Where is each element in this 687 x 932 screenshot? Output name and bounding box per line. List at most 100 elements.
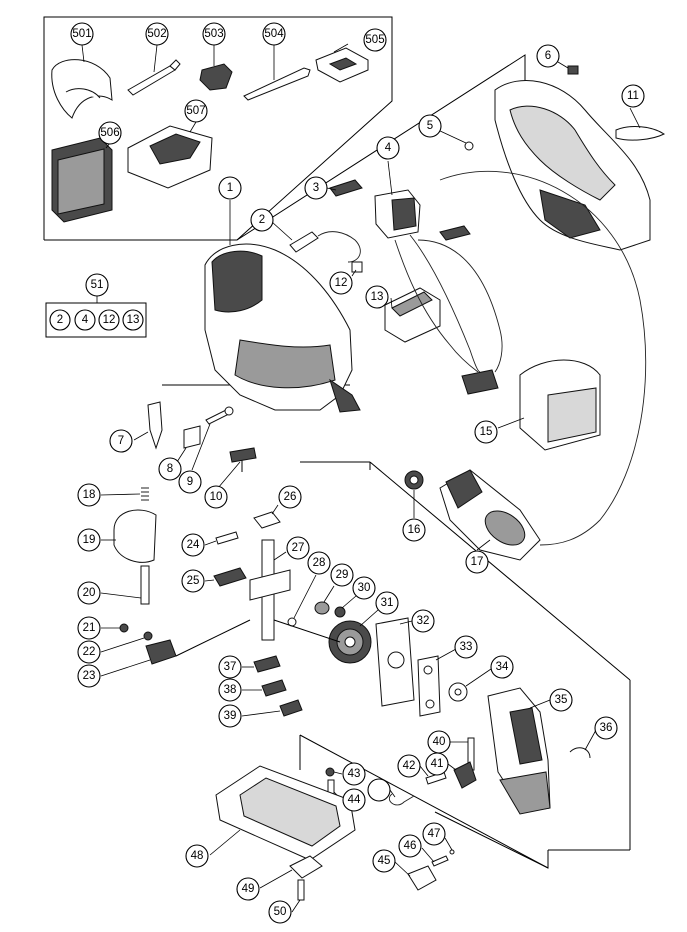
part-29-bush	[314, 601, 330, 615]
part-20-pin	[140, 565, 150, 605]
callout-label: 38	[224, 684, 237, 696]
callout-10: 10	[204, 485, 228, 509]
callout-42: 42	[397, 754, 421, 778]
part-46-pin	[431, 855, 449, 867]
callout-label: 31	[381, 597, 394, 609]
kit-51-box	[45, 302, 147, 338]
part-15-battery-face	[547, 387, 597, 443]
part-7-plate	[147, 401, 163, 450]
part-37	[253, 655, 281, 673]
callout-label: 25	[187, 575, 200, 587]
callout-label: 47	[428, 828, 441, 840]
part-10-label	[229, 447, 257, 463]
callout-48: 48	[185, 844, 209, 868]
callout-label: 6	[545, 50, 551, 62]
callout-label: 11	[627, 90, 639, 102]
part-503-plug	[199, 63, 233, 91]
part-52-spring	[388, 793, 415, 806]
callout-49: 49	[236, 877, 260, 901]
callout-33: 33	[454, 635, 478, 659]
callout-47: 47	[422, 822, 446, 846]
callout-label: 27	[292, 542, 305, 554]
callout-25: 25	[181, 569, 205, 593]
callout-41: 41	[425, 752, 449, 776]
kit-51-item-4: 13	[122, 309, 144, 331]
callout-label: 9	[187, 476, 193, 488]
part-18-spring	[141, 487, 149, 501]
callout-label: 19	[83, 534, 96, 546]
part-23-clamp	[145, 639, 177, 665]
callout-label: 23	[83, 670, 96, 682]
callout-50: 50	[268, 900, 292, 924]
callout-28: 28	[307, 551, 331, 575]
part-1-foot	[329, 378, 361, 413]
callout-label: 16	[408, 524, 421, 536]
callout-label: 506	[100, 127, 119, 139]
callout-11: 11	[621, 84, 645, 108]
part-43-screw	[325, 767, 335, 777]
callout-label: 2	[259, 214, 265, 226]
part-12-screw	[351, 261, 363, 273]
callout-5: 5	[418, 114, 442, 138]
part-13-heatsink	[384, 287, 441, 343]
kit-51-item-2: 4	[74, 309, 96, 331]
callout-30: 30	[352, 576, 376, 600]
callout-label: 29	[336, 569, 349, 581]
part-25-roller	[213, 567, 247, 587]
part-50-screw	[297, 879, 305, 901]
part-1-grip	[211, 250, 263, 313]
callout-502: 502	[145, 22, 169, 46]
callout-label: 8	[167, 463, 173, 475]
part-3-trigger	[329, 179, 363, 197]
callout-label: 48	[191, 850, 204, 862]
callout-label: 5	[427, 120, 433, 132]
callout-label: 1	[227, 182, 233, 194]
callout-22: 22	[77, 640, 101, 664]
part-8-bracket	[183, 425, 201, 449]
callout-label: 44	[348, 794, 361, 806]
callout-13: 13	[365, 285, 389, 309]
callout-504: 504	[262, 22, 286, 46]
part-4-switch-face	[391, 197, 417, 231]
part-38	[261, 679, 287, 697]
callout-label: 39	[224, 710, 237, 722]
part-11-housing-lower	[539, 189, 601, 239]
callout-7: 7	[109, 429, 133, 453]
callout-label: 7	[118, 435, 124, 447]
callout-label: 40	[433, 736, 446, 748]
callout-34: 34	[490, 655, 514, 679]
callout-label: 45	[378, 855, 391, 867]
callout-19: 19	[77, 528, 101, 552]
callout-label: 41	[431, 758, 444, 770]
kit-item-label: 2	[57, 314, 63, 326]
kit-item-label: 12	[103, 314, 116, 326]
callout-label: 504	[264, 28, 284, 40]
callout-label: 36	[600, 722, 613, 734]
part-17-gear	[445, 469, 483, 509]
kit-item-label: 4	[82, 314, 89, 326]
callout-label: 50	[274, 906, 287, 918]
callout-40: 40	[427, 730, 451, 754]
callout-37: 37	[218, 655, 242, 679]
callout-36: 36	[594, 716, 618, 740]
callout-503: 503	[202, 22, 226, 46]
callout-label: 33	[460, 641, 473, 653]
kit-51-item-3: 12	[98, 309, 120, 331]
callout-label: 503	[204, 28, 223, 40]
part-24-pin	[215, 531, 239, 545]
callout-15: 15	[474, 420, 498, 444]
part-49-clamp	[289, 855, 323, 879]
callout-506: 506	[98, 121, 122, 145]
callout-label: 24	[187, 539, 200, 551]
part-36-ring	[569, 747, 591, 759]
callout-label: 34	[496, 661, 509, 673]
callout-label: 26	[284, 491, 297, 503]
callout-label: 49	[242, 883, 255, 895]
connector-bottom	[461, 369, 499, 395]
callout-label: 502	[147, 28, 166, 40]
callout-label: 17	[471, 556, 484, 568]
callout-label: 13	[371, 291, 384, 303]
callout-16: 16	[402, 518, 426, 542]
callout-label: 30	[358, 582, 371, 594]
callout-label: 15	[480, 426, 493, 438]
